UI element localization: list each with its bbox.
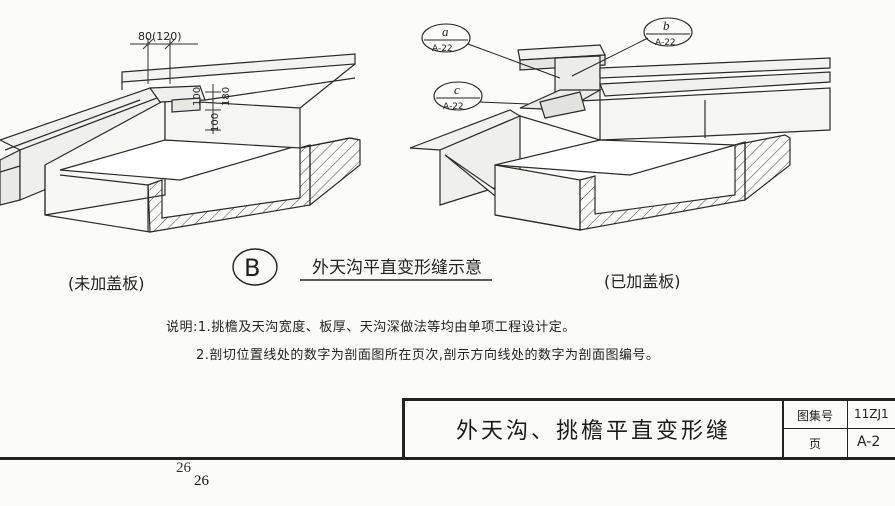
note-line-1: 说明:1.挑檐及天沟宽度、板厚、天沟深做法等均由单项工程设计定。 [166, 320, 576, 335]
dimension-vertical-180: 180 [221, 87, 232, 106]
title-block-vline [847, 401, 848, 457]
callout-a-ref: A-22 [432, 44, 453, 54]
section-title: 外天沟平直变形缝示意 [312, 258, 482, 278]
caption-left: (未加盖板) [68, 274, 145, 293]
callout-b-letter: b [663, 18, 670, 33]
callout-c [433, 81, 529, 111]
page-value: A-2 [857, 434, 881, 450]
callout-b [571, 17, 693, 77]
gutter-drawing-right [409, 44, 831, 231]
callout-a-letter: a [442, 24, 449, 39]
callout-a [421, 23, 561, 79]
gutter-drawing-left [0, 53, 361, 233]
title-block: 外天沟、挑檐平直变形缝 图集号 11ZJ1 页 A-2 [402, 398, 895, 457]
section-marker [232, 248, 492, 286]
sheet-bottom-border [0, 457, 895, 460]
drawing-title: 外天沟、挑檐平直变形缝 [455, 419, 731, 444]
title-block-hline [784, 428, 895, 429]
dimension-vertical-100b: 100 [210, 113, 221, 132]
caption-right: (已加盖板) [604, 272, 681, 291]
page-label: 页 [809, 437, 822, 451]
dimension-top-label: 80(120) [138, 30, 182, 43]
callout-b-ref: A-22 [655, 38, 676, 48]
printed-page-number: 26 [176, 460, 191, 476]
title-divider [782, 401, 784, 457]
dimension-vertical-100a: 100 [192, 87, 203, 106]
callout-c-ref: A-22 [443, 102, 464, 112]
note-line-2: 2.剖切位置线处的数字为剖面图所在页次,剖示方向线处的数字为剖面图编号。 [196, 348, 660, 363]
overlay-page-number: 26 [194, 473, 209, 489]
construction-drawings: 80(120) 100 180 100 [0, 17, 831, 286]
section-letter: B [244, 254, 260, 282]
callout-c-letter: c [454, 82, 460, 97]
atlas-label: 图集号 [797, 409, 834, 423]
dimension-annotation [130, 38, 221, 134]
atlas-value: 11ZJ1 [854, 407, 889, 421]
